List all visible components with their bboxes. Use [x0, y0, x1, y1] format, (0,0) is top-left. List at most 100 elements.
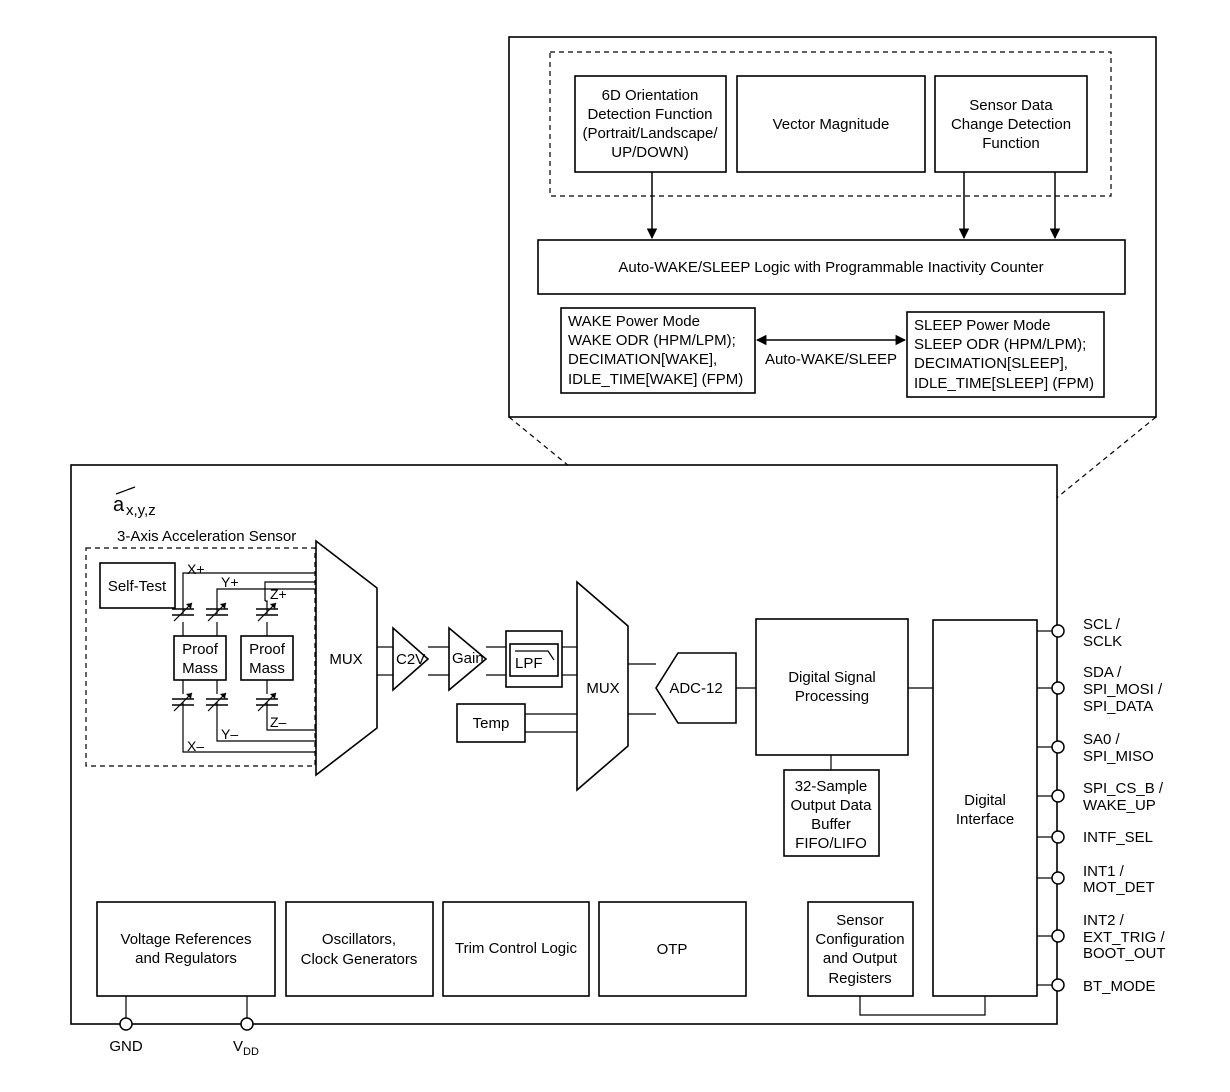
power-pins: GND V DD [109, 996, 259, 1058]
detection-functions-group [549, 51, 1112, 197]
wake-line-3: DECIMATION[WAKE], [568, 351, 717, 368]
lpf-label: LPF [515, 655, 543, 672]
gain-amplifier: Gain [448, 626, 488, 692]
pin-int1-line-2: MOT_DET [1083, 879, 1155, 896]
sensor-title: 3-Axis Acceleration Sensor [117, 528, 296, 545]
pin-vdd [240, 1017, 254, 1031]
pin-intf-sel [1051, 830, 1065, 844]
buffer-line-1: 32-Sample [795, 778, 868, 795]
regs-line-4: Registers [828, 970, 891, 987]
axis-y-plus: Y+ [221, 574, 239, 590]
axis-z-plus: Z+ [270, 586, 287, 602]
interface-pins [1037, 624, 1065, 992]
pin-scl-line-1: SCL / [1083, 616, 1121, 633]
sensor-wiring [182, 572, 316, 753]
proof-mass-1: Proof Mass [173, 635, 227, 681]
regs-line-3: and Output [823, 950, 898, 967]
sleep-line-2: SLEEP ODR (HPM/LPM); [914, 336, 1086, 353]
adc-block: ADC-12 [655, 652, 737, 724]
wake-line-2: WAKE ODR (HPM/LPM); [568, 332, 736, 349]
autowake-logic-block: Auto-WAKE/SLEEP Logic with Programmable … [537, 239, 1126, 295]
temp-sensor-block: Temp [456, 703, 526, 743]
orientation-detection-block: 6D Orientation Detection Function (Portr… [574, 75, 727, 173]
axis-x-plus: X+ [187, 561, 205, 577]
axis-y-minus: Y– [221, 726, 238, 742]
sleep-power-mode-block: SLEEP Power Mode SLEEP ODR (HPM/LPM); DE… [906, 311, 1105, 398]
orientation-line-2: Detection Function [587, 106, 712, 123]
vdd-label: V [233, 1038, 243, 1055]
mux-1-label: MUX [329, 651, 362, 668]
pin-bt-mode-label: BT_MODE [1083, 978, 1156, 995]
vector-magnitude-label: Vector Magnitude [773, 116, 890, 133]
sensor-config-registers-block: Sensor Configuration and Output Register… [807, 901, 914, 997]
pin-sa0-line-1: SA0 / [1083, 731, 1121, 748]
adc-label: ADC-12 [669, 680, 722, 697]
dsp-line-1: Digital Signal [788, 669, 876, 686]
trim-label: Trim Control Logic [455, 940, 577, 957]
otp-block: OTP [598, 901, 747, 997]
wake-line-1: WAKE Power Mode [568, 313, 700, 330]
regs-line-1: Sensor [836, 912, 884, 929]
pin-cs-line-2: WAKE_UP [1083, 797, 1156, 814]
digital-interface-line-1: Digital [964, 792, 1006, 809]
pin-cs-line-1: SPI_CS_B / [1083, 780, 1164, 797]
vector-magnitude-block: Vector Magnitude [736, 75, 926, 173]
buffer-line-2: Output Data [791, 797, 873, 814]
pin-sda-line-1: SDA / [1083, 664, 1122, 681]
pin-labels: SCL / SCLK SDA / SPI_MOSI / SPI_DATA SA0… [1083, 616, 1166, 995]
vref-line-2: and Regulators [135, 950, 237, 967]
regs-line-2: Configuration [815, 931, 904, 948]
vref-line-1: Voltage References [121, 931, 252, 948]
proof-mass-2-line-1: Proof [249, 641, 286, 658]
fifo-buffer-block: 32-Sample Output Data Buffer FIFO/LIFO [783, 769, 880, 857]
change-line-2: Change Detection [951, 116, 1071, 133]
pin-int2-line-3: BOOT_OUT [1083, 945, 1166, 962]
pin-int2 [1051, 929, 1065, 943]
mux-2-label: MUX [586, 680, 619, 697]
proof-mass-1-line-2: Mass [182, 660, 218, 677]
pin-sa0-line-2: SPI_MISO [1083, 748, 1154, 765]
axis-z-minus: Z– [270, 714, 287, 730]
oscillators-block: Oscillators, Clock Generators [285, 901, 434, 997]
sensor-group [85, 547, 316, 767]
proof-mass-2: Proof Mass [240, 635, 294, 681]
self-test-label: Self-Test [108, 578, 167, 595]
gnd-label: GND [109, 1038, 143, 1055]
buffer-line-3: Buffer [811, 816, 851, 833]
pin-sda-line-3: SPI_DATA [1083, 698, 1153, 715]
mux-1: MUX [315, 539, 378, 777]
sleep-line-3: DECIMATION[SLEEP], [914, 355, 1068, 372]
c2v-amplifier: C2V [392, 626, 430, 692]
pin-sa0 [1051, 740, 1065, 754]
temp-label: Temp [473, 715, 510, 732]
digital-interface-block: Digital Interface [932, 619, 1038, 997]
axis-x-minus: X– [187, 738, 204, 754]
otp-label: OTP [657, 941, 688, 958]
pin-sda-line-2: SPI_MOSI / [1083, 681, 1163, 698]
change-line-1: Sensor Data [969, 97, 1053, 114]
lpf-filter: LPF [505, 630, 563, 688]
wake-line-4: IDLE_TIME[WAKE] (FPM) [568, 371, 743, 388]
proof-mass-1-line-1: Proof [182, 641, 219, 658]
accel-subscript: x,y,z [126, 502, 156, 519]
proof-mass-2-line-2: Mass [249, 660, 285, 677]
accel-symbol: a [113, 494, 125, 516]
pin-int1 [1051, 871, 1065, 885]
pin-gnd [119, 1017, 133, 1031]
pin-scl-line-2: SCLK [1083, 633, 1122, 650]
pin-int2-line-2: EXT_TRIG / [1083, 929, 1166, 946]
change-line-3: Function [982, 135, 1040, 152]
acceleration-vector-symbol: a x,y,z [113, 486, 156, 519]
voltage-references-block: Voltage References and Regulators [96, 901, 276, 997]
autowake-logic-label: Auto-WAKE/SLEEP Logic with Programmable … [618, 259, 1043, 276]
pin-cs [1051, 789, 1065, 803]
pin-scl [1051, 624, 1065, 638]
pin-sda [1051, 681, 1065, 695]
signal-path [377, 646, 933, 770]
buffer-line-4: FIFO/LIFO [795, 835, 867, 852]
trim-control-block: Trim Control Logic [442, 901, 590, 997]
gain-label: Gain [452, 650, 484, 667]
mux-2: MUX [576, 580, 629, 792]
sleep-line-1: SLEEP Power Mode [914, 317, 1050, 334]
osc-line-1: Oscillators, [322, 931, 396, 948]
